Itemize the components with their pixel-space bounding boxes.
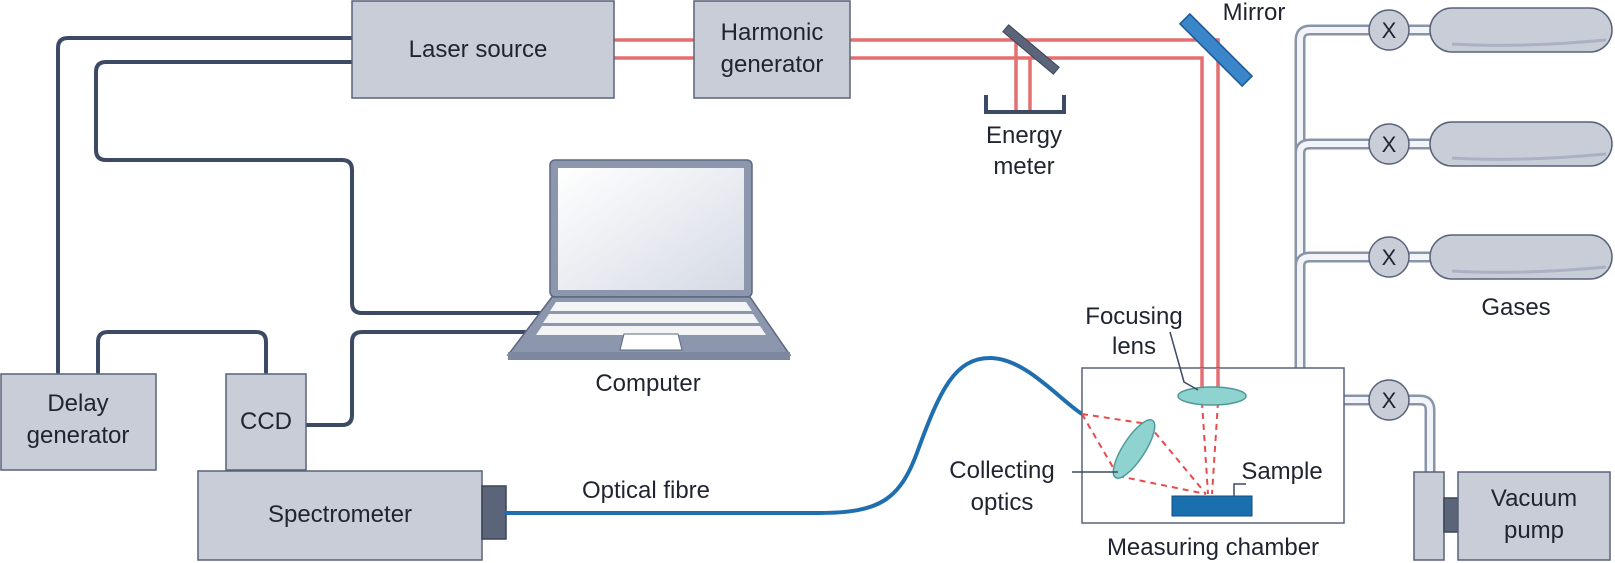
laser-source-label: Laser source [409,36,548,63]
delay-generator: Delay generator [0,373,157,471]
focusing-lens-label-line1: Focusing [1085,303,1182,330]
vacuum-pump: Vacuum pump [1413,471,1611,561]
collecting-optics-label-line2: optics [971,489,1034,516]
gas-valve-1: X [1368,9,1410,51]
measuring-chamber: Measuring chamber [1081,367,1345,561]
laptop-keys [536,302,766,335]
cable-ccd-to-computer [304,330,532,427]
harmonic-generator: Harmonic generator [693,0,851,99]
laptop-screen [558,168,744,290]
optical-fibre [504,355,1084,515]
laptop-touchpad [619,333,683,351]
mirror-label: Mirror [1223,0,1286,26]
focusing-lens-leader [1169,331,1199,391]
vacuum-valve: X [1368,379,1410,421]
measuring-chamber-label: Measuring chamber [1107,534,1319,561]
vacuum-valve-symbol: X [1382,388,1397,413]
focusing-lens-label-line2: lens [1112,333,1156,360]
vacuum-pump-label-line1: Vacuum [1491,485,1577,512]
gas-cylinder-3 [1429,234,1613,280]
spectrometer-label: Spectrometer [268,501,412,528]
valve-3-symbol: X [1382,245,1397,270]
energy-meter: Energy meter [984,95,1066,180]
cable-laser-to-computer [94,60,547,315]
computer: Computer [506,159,792,397]
mirror: Mirror [1178,0,1286,88]
focusing-lens [1177,386,1247,406]
ccd-label: CCD [240,408,292,435]
ccd: CCD [225,373,307,471]
gas-valve-2: X [1368,123,1410,165]
collecting-optics-lens [1112,419,1156,479]
vacuum-pump-label-line2: pump [1504,517,1564,544]
collecting-optics-label-line1: Collecting [949,457,1054,484]
energy-meter-label-line2: meter [993,153,1054,180]
gas-cylinders: Gases [1429,7,1613,321]
gas-valve-3: X [1368,236,1410,278]
sample-leader [1233,483,1246,496]
harmonic-generator-label-line2: generator [721,51,824,78]
optical-fibre-label: Optical fibre [582,477,710,504]
delay-generator-label-line1: Delay [47,390,108,417]
spectrometer-port [481,485,507,540]
cable-laser-to-delay-generator [56,36,354,374]
scattered-light [1081,401,1219,495]
gas-cylinder-1 [1429,7,1613,53]
sample-label: Sample [1241,458,1322,485]
gas-cylinder-2 [1429,121,1613,167]
gas-pipes [1294,24,1436,474]
delay-generator-label-line2: generator [27,422,130,449]
energy-meter-label-line1: Energy [986,122,1062,149]
beam-splitter [1002,24,1060,75]
cable-delay-generator-to-ccd [96,330,268,374]
gases-label: Gases [1481,294,1550,321]
valve-2-symbol: X [1382,132,1397,157]
computer-label: Computer [595,370,700,397]
sample [1171,495,1253,517]
laser-source: Laser source [351,0,615,99]
harmonic-generator-label-line1: Harmonic [721,19,824,46]
control-cables [56,36,547,427]
spectrometer: Spectrometer [197,470,507,561]
valve-1-symbol: X [1382,18,1397,43]
